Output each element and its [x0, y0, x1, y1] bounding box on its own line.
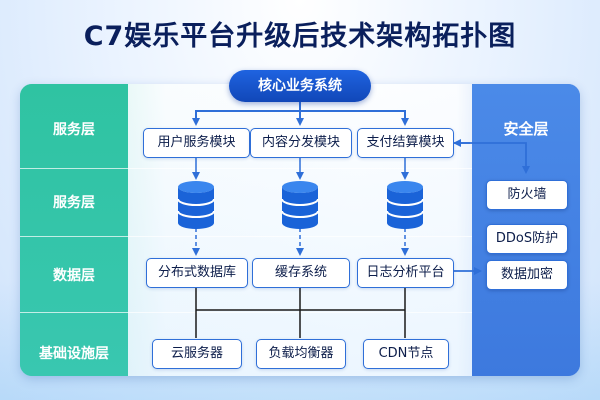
row-divider	[20, 236, 472, 237]
layer-label-infrastructure: 基础设施层	[39, 346, 109, 362]
content-distribution-module: 内容分发模块	[250, 128, 352, 158]
layer-label-data: 数据层	[53, 268, 95, 284]
user-service-module: 用户服务模块	[143, 128, 250, 158]
ddos-protection-box: DDoS防护	[486, 224, 568, 254]
firewall-box: 防火墙	[486, 180, 568, 210]
row-divider	[20, 168, 472, 169]
cdn-node-module: CDN节点	[363, 339, 449, 369]
row-divider	[20, 312, 472, 313]
data-encryption-box: 数据加密	[486, 260, 568, 290]
log-analysis-platform: 日志分析平台	[357, 258, 454, 288]
layer-label-service-1: 服务层	[53, 122, 95, 138]
core-business-system: 核心业务系统	[229, 70, 371, 102]
database-icon	[177, 181, 215, 229]
security-layer-title: 安全层	[503, 120, 549, 138]
cache-system-module: 缓存系统	[252, 258, 350, 288]
database-icon	[281, 181, 319, 229]
payment-settlement-module: 支付结算模块	[357, 128, 454, 158]
page-title: C7娱乐平台升级后技术架构拓扑图	[83, 21, 517, 52]
cloud-server-module: 云服务器	[152, 339, 242, 369]
load-balancer-module: 负载均衡器	[256, 339, 346, 369]
layer-label-service-2: 服务层	[53, 195, 95, 211]
layer-label-column	[20, 84, 128, 376]
database-icon	[386, 181, 424, 229]
distributed-database-module: 分布式数据库	[146, 258, 248, 288]
